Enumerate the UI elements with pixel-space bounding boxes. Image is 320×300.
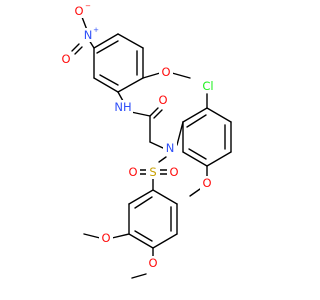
atom-symbol: N (84, 28, 93, 42)
bond-n-s (158, 156, 167, 163)
atom-symbol: Cl (202, 79, 213, 93)
bond-ring3-o3 (111, 233, 130, 239)
bond-ring2-a (182, 107, 208, 123)
bond-ring3-f (128, 189, 154, 205)
bond-ring2-a-inner (186, 114, 207, 128)
atom-o-nitro-top: O − (72, 2, 91, 18)
atom-s: S (146, 165, 160, 179)
bond-ring3-a (152, 189, 178, 205)
atom-label-background (159, 65, 173, 79)
atom-o-carbonyl: O (156, 93, 170, 107)
atom-label-background (146, 256, 160, 270)
bond-o3-methyl (83, 233, 101, 239)
bond-lines (71, 16, 232, 279)
atom-symbol: NH (114, 100, 131, 114)
bond-nh-carbonyl (130, 111, 151, 117)
bond-ch2-n (149, 141, 164, 149)
bond-ring1-o-methoxy (142, 72, 161, 79)
atom-label-background (156, 93, 170, 107)
atom-o-methoxy-top: O (159, 65, 173, 79)
atom-o-methoxy-4: O (146, 256, 160, 270)
bond-ring3-f-inner (134, 196, 153, 209)
atom-label-background (113, 100, 133, 114)
bond-o-methyl-top (171, 72, 191, 79)
atom-symbol: O (148, 256, 157, 270)
bond-ring1-e-inner (99, 74, 119, 86)
bond-nitro-o-top (81, 16, 88, 31)
atom-n-sulfonamide: N (163, 141, 177, 155)
atom-label-background (99, 231, 113, 245)
atom-label-background (59, 52, 73, 66)
atom-label-background (126, 165, 140, 179)
bond-ring1-b (117, 33, 144, 49)
atom-labels: O − N + O O NH O Cl N (59, 2, 218, 270)
atom-symbol: S (149, 165, 156, 179)
atom-charge: + (93, 26, 99, 34)
bond-ring2-d (206, 151, 232, 167)
bond-ring1-a (93, 33, 119, 49)
molecule-structure-diagram: O − N + O O NH O Cl N (0, 0, 300, 300)
atom-symbol: N (166, 141, 175, 155)
bond-carbonyl-o-b (153, 109, 163, 119)
atom-label-background (72, 4, 86, 18)
bond-ring1-e (93, 77, 119, 93)
atom-symbol: O (158, 93, 167, 107)
diagram-background (0, 0, 300, 300)
bond-ring3-c (152, 233, 178, 249)
atom-symbol: O (101, 231, 110, 245)
bond-o-methyl-right (189, 188, 201, 197)
atom-o-methoxy-3: O (99, 231, 113, 245)
bond-ring1-d (117, 77, 144, 93)
atom-label-background (163, 141, 177, 155)
atom-symbol: O (74, 4, 83, 18)
bond-ring2-b (206, 107, 232, 123)
bond-ring2-e (182, 151, 208, 167)
atom-label-background (81, 28, 95, 42)
atom-n-nitro: N + (81, 26, 99, 42)
bond-nitro-o-bottom-b (74, 46, 83, 55)
bond-o4-methyl (131, 273, 147, 279)
atom-nh-amide: NH (113, 100, 133, 114)
atom-cl: Cl (198, 79, 218, 93)
atom-symbol: O (169, 165, 178, 179)
bond-carbonyl-o-a (149, 107, 159, 117)
bond-n-ring2 (176, 121, 184, 146)
atom-symbol: O (61, 52, 70, 66)
atom-o-sulfonyl-left: O (126, 165, 140, 179)
atom-o-nitro-bottom: O (59, 52, 73, 66)
atom-o-methoxy-right: O (200, 176, 214, 190)
atom-symbol: O (202, 176, 211, 190)
atom-label-background (146, 165, 160, 179)
atom-symbol: O (161, 65, 170, 79)
bond-ring2-e-inner (188, 148, 207, 160)
bond-nitro-o-bottom-a (71, 43, 80, 52)
bond-ring3-d-inner (134, 230, 153, 242)
bond-ring1-nh (117, 91, 124, 102)
bond-ring1-a-inner (96, 40, 119, 54)
atom-label-background (200, 176, 214, 190)
bond-ring3-d (128, 233, 154, 249)
atom-label-background (198, 79, 218, 93)
atom-o-sulfonyl-right: O (167, 165, 181, 179)
atom-symbol: O (128, 165, 137, 179)
atom-charge: − (85, 2, 91, 10)
atom-label-background (167, 165, 181, 179)
